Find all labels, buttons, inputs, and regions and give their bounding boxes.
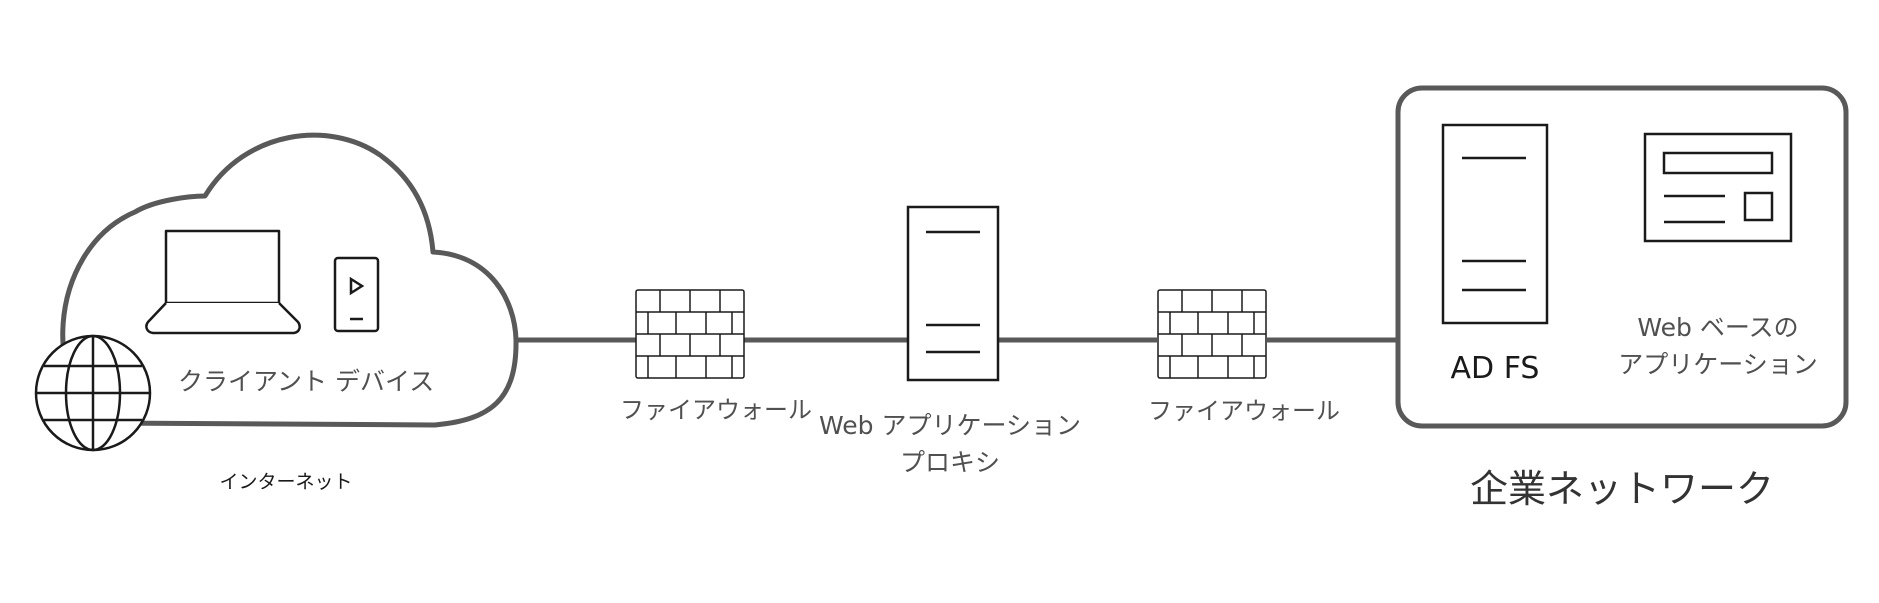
internet-cloud bbox=[60, 132, 519, 428]
web-app-proxy-server-icon bbox=[906, 205, 1000, 382]
client-devices-label: クライアント デバイス bbox=[178, 367, 435, 396]
proxy-label-line2: プロキシ bbox=[899, 448, 1000, 477]
adfs-server-icon bbox=[1441, 123, 1549, 325]
proxy-label-line1: Web アプリケーション bbox=[819, 411, 1081, 440]
web-app-label-line1: Web ベースの bbox=[1637, 313, 1799, 342]
mobile-phone-icon bbox=[333, 256, 380, 333]
internet-label: インターネット bbox=[219, 471, 353, 493]
laptop-icon bbox=[145, 229, 301, 335]
firewall-right-label: ファイアウォール bbox=[1148, 397, 1340, 425]
firewall-right-icon bbox=[1157, 289, 1267, 379]
globe-icon bbox=[34, 334, 152, 452]
firewall-left-label: ファイアウォール bbox=[620, 396, 812, 424]
corporate-network-label: 企業ネットワーク bbox=[1469, 467, 1774, 511]
web-application-icon bbox=[1643, 132, 1793, 243]
web-app-label-line2: アプリケーション bbox=[1618, 350, 1818, 379]
firewall-left-icon bbox=[635, 289, 745, 379]
adfs-label: AD FS bbox=[1450, 351, 1540, 386]
